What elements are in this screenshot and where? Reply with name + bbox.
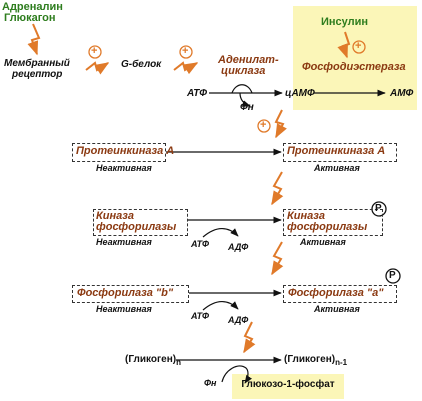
kinase-active-line1: Киназа: [287, 210, 325, 222]
lightning-kinase-phos: [271, 241, 284, 276]
phos-a-label: Фосфорилаза "а": [288, 287, 384, 299]
atp-adp-curve-2: [202, 301, 239, 311]
atp-label-kinase: АТФ: [191, 239, 209, 249]
lightning-phos-glycogen: [243, 321, 256, 354]
kinase-inactive-state: Неактивная: [96, 237, 152, 247]
plus-circle-camp: [257, 119, 271, 133]
glycogen-n1-text: (Гликоген): [284, 354, 336, 365]
glucose-1-phosphate-label: Глюкозо-1-фосфат: [241, 379, 335, 390]
pka-inactive-state: Неактивная: [96, 163, 152, 173]
glycogen-n-label: (Гликоген)n: [125, 355, 181, 367]
phosphate-p-1: P: [375, 203, 382, 214]
lightning-insulin: [337, 31, 351, 59]
membrane-receptor-line1: Мембранный: [4, 58, 70, 69]
plus-sign-2: +: [182, 45, 189, 57]
amp-label: АМФ: [390, 88, 414, 99]
lightning-gprotein-ac: [173, 61, 199, 75]
g-protein-label: G-белок: [121, 59, 162, 70]
glycogen-n-sub: n: [176, 358, 181, 367]
phos-b-box: [72, 285, 189, 303]
adenylate-cyclase-line1: Аденилат-: [218, 54, 279, 66]
pka-active-state: Активная: [314, 163, 360, 173]
plus-circle-2: [179, 45, 193, 59]
kinase-inactive-line1: Киназа: [96, 210, 134, 222]
phi-label-glycogen: Фн: [204, 378, 217, 388]
adp-label-phos: АДФ: [228, 315, 249, 325]
phi-curve-1: [231, 84, 253, 94]
camp-label: цАМФ: [285, 88, 315, 99]
adrenaline-label: Адреналин: [2, 1, 63, 13]
phosphate-p-2: P: [389, 270, 396, 281]
glycogen-n1-label: (Гликоген)n-1: [284, 355, 347, 367]
pka-inactive-box: [72, 143, 166, 162]
phos-a-state: Активная: [314, 304, 360, 314]
glycogen-n1-sub: n-1: [335, 358, 348, 367]
atp-adp-curve-1: [202, 228, 239, 238]
plus-sign-insulin: +: [355, 40, 362, 52]
adenylate-cyclase-line2: циклаза: [221, 65, 266, 77]
phi-label-top: Фн: [240, 103, 254, 113]
kinase-inactive-line2: фосфорилазы: [96, 221, 177, 233]
atp-label-top: АТФ: [187, 88, 207, 99]
plus-circle-insulin: [352, 40, 366, 54]
lightning-receptor-gprotein: [85, 61, 110, 75]
phos-b-label: Фосфорилаза "b": [77, 287, 174, 299]
glucagon-label: Глюкагон: [4, 12, 56, 24]
lightning-camp-pka: [274, 109, 287, 139]
lightning-hormone: [27, 23, 41, 56]
phi-text-top: Фн: [240, 102, 254, 113]
membrane-receptor-line2: рецептор: [12, 69, 63, 80]
kinase-active-line2: фосфорилазы: [287, 221, 368, 233]
kinase-inactive-box: [93, 209, 188, 236]
kinase-active-box: [283, 209, 383, 236]
glycogen-curve: [221, 365, 252, 384]
lightning-pka-kinase: [271, 171, 284, 206]
plus-sign-1: +: [91, 45, 98, 57]
pka-active-box: [283, 143, 397, 162]
glycogen-n-text: (Гликоген): [125, 354, 177, 365]
pka-active-label: Протеинкиназа А: [287, 145, 386, 157]
pka-inactive-label: Протеинкиназа А: [76, 145, 175, 157]
insulin-label: Инсулин: [321, 16, 369, 28]
phosphodiesterase-label: Фосфодиэстераза: [302, 61, 406, 73]
phi-curve-1b: [239, 92, 251, 107]
adp-label-kinase: АДФ: [228, 242, 249, 252]
phos-a-box: [283, 285, 397, 303]
phosphate-circle-2: [385, 268, 401, 284]
atp-label-phos: АТФ: [191, 311, 209, 321]
plus-circle-1: [88, 45, 102, 59]
plus-sign-camp: +: [260, 119, 267, 131]
phos-b-state: Неактивная: [96, 304, 152, 314]
kinase-active-state: Активная: [300, 237, 346, 247]
